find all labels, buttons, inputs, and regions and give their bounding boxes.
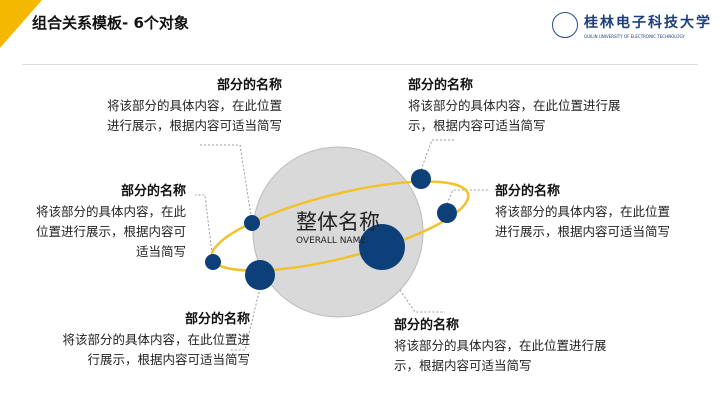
- leader-line: [200, 144, 253, 223]
- item-text: 进行展示，根据内容可适当简写: [106, 118, 282, 133]
- leader-line: [195, 194, 214, 263]
- item-block: 部分的名称 将该部分的具体内容，在此 位置进行展示，根据内容可 适当简写: [24, 182, 186, 262]
- item-title: 部分的名称: [184, 312, 250, 327]
- item-text: 将该部分的具体内容，在此位置进行展: [408, 98, 621, 113]
- logo-subtext: GUILIN UNIVERSITY OF ELECTRONIC TECHNOLO…: [584, 34, 685, 39]
- leader-line: [420, 139, 455, 171]
- seal-icon: [552, 12, 578, 38]
- node-1: [244, 215, 260, 231]
- item-title: 部分的名称: [394, 318, 460, 333]
- university-logo: 桂林电子科技大学 GUILIN UNIVERSITY OF ELECTRONIC…: [552, 10, 712, 46]
- item-text: 进行展示，根据内容可适当简写: [495, 224, 671, 239]
- item-block: 部分的名称 将该部分的具体内容，在此位置 进行展示，根据内容可适当简写: [495, 182, 705, 242]
- item-block: 部分的名称 将该部分的具体内容，在此位置进行展 示，根据内容可适当简写: [408, 76, 648, 136]
- leader-line: [399, 289, 445, 313]
- item-text: 示，根据内容可适当简写: [408, 118, 546, 133]
- item-text: 适当简写: [135, 244, 186, 259]
- logo-text: 桂林电子科技大学: [584, 15, 712, 31]
- item-text: 位置进行展示，根据内容可: [35, 224, 186, 239]
- item-title: 部分的名称: [120, 184, 186, 199]
- item-block: 部分的名称 将该部分的具体内容，在此位置进行展 示，根据内容可适当简写: [394, 316, 644, 376]
- center-subtitle: OVERALL NAME: [296, 236, 367, 246]
- node-3: [245, 260, 275, 290]
- item-block: 部分的名称 将该部分的具体内容，在此位置 进行展示，根据内容可适当简写: [92, 76, 282, 136]
- node-2: [205, 254, 221, 270]
- item-title: 部分的名称: [216, 78, 282, 93]
- leader-line: [446, 189, 490, 205]
- node-4: [411, 169, 431, 189]
- center-title: 整体名称: [296, 210, 380, 234]
- corner-accent: [0, 0, 42, 48]
- leader-line: [230, 287, 261, 351]
- item-text: 将该部分的具体内容，在此位置: [106, 98, 282, 113]
- item-text: 示，根据内容可适当简写: [394, 358, 532, 373]
- page-title: 组合关系模板- 6个对象: [32, 14, 189, 32]
- item-title: 部分的名称: [408, 78, 474, 93]
- item-text: 将该部分的具体内容，在此位置进行展: [394, 338, 607, 353]
- item-text: 行展示，根据内容可适当简写: [87, 352, 250, 367]
- item-text: 将该部分的具体内容，在此位置: [495, 204, 671, 219]
- item-title: 部分的名称: [495, 184, 561, 199]
- node-6: [359, 224, 405, 270]
- item-text: 将该部分的具体内容，在此: [35, 204, 186, 219]
- header-divider: [22, 64, 698, 65]
- node-5: [437, 203, 457, 223]
- item-text: 将该部分的具体内容，在此位置进: [62, 332, 250, 347]
- item-block: 部分的名称 将该部分的具体内容，在此位置进 行展示，根据内容可适当简写: [40, 310, 250, 370]
